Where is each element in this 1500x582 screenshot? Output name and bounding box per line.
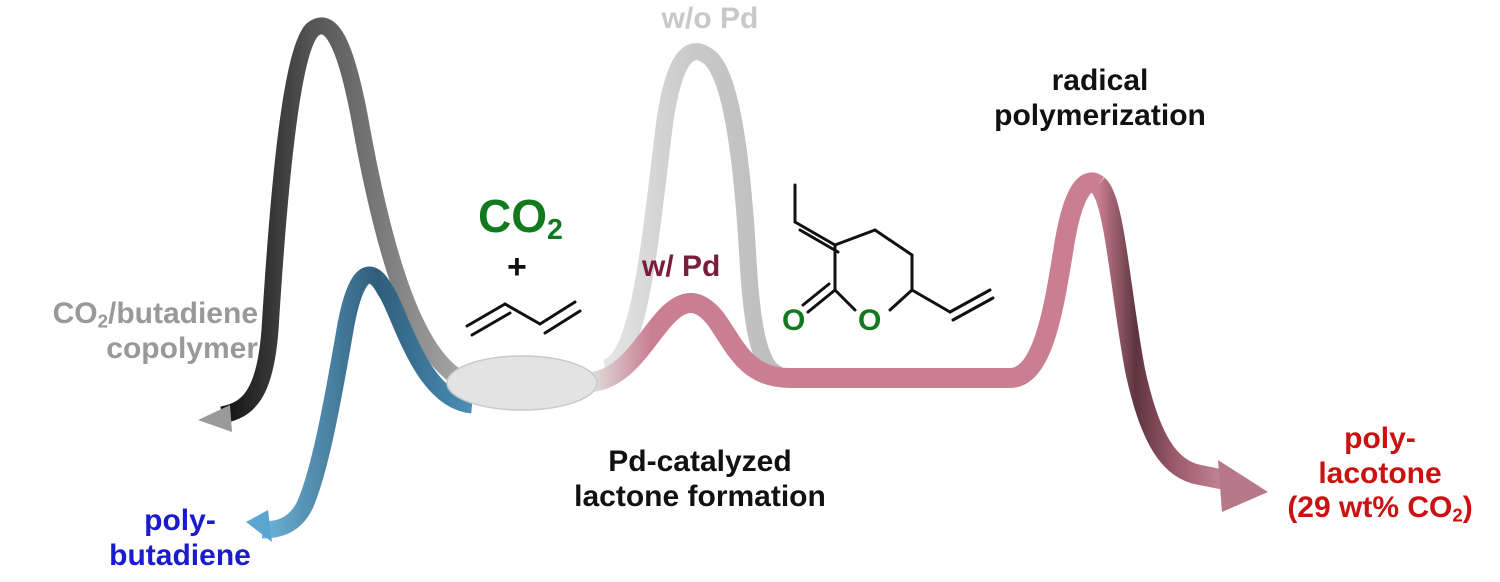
catalyzed-ribbon (588, 172, 1268, 512)
polylactone-arrowhead (1218, 460, 1268, 512)
plus-sign: + (507, 248, 527, 286)
radical-line2: polymerization (994, 98, 1206, 132)
copolymer-arrowhead (198, 405, 232, 432)
polybutadiene-line1: poly- (144, 504, 216, 537)
copolymer-ribbon (198, 17, 482, 432)
butadiene-structure (465, 300, 582, 337)
without-pd-label: w/o Pd (661, 2, 759, 35)
polylactone-line3: (29 wt% CO2) (1287, 491, 1473, 526)
polybutadiene-label: poly- butadiene (60, 504, 300, 573)
with-pd-label: w/ Pd (642, 250, 721, 283)
copolymer-line2: copolymer (106, 331, 258, 365)
co2-subscript: 2 (547, 214, 563, 247)
co2-label: CO2 (478, 190, 563, 247)
lactone-structure (793, 183, 995, 322)
radical-line1: radical (1051, 64, 1149, 97)
polybutadiene-ribbon (246, 266, 474, 542)
radical-polymerization-label: radical polymerization (950, 64, 1250, 133)
pd-catalyzed-label: Pd-catalyzed lactone formation (530, 445, 870, 514)
polylactone-line1: poly- (1344, 422, 1416, 455)
polylactone-line2: lacotone (1318, 456, 1442, 490)
lactone-ring-oxygen: O (858, 304, 882, 337)
catalyst-disc (446, 355, 598, 411)
lactone-carbonyl-oxygen: O (782, 304, 806, 337)
co2-main: CO (478, 190, 547, 242)
pd-catalyzed-line1: Pd-catalyzed (608, 445, 792, 478)
polybutadiene-arrowhead (246, 510, 272, 542)
polylactone-label: poly- lacotone (29 wt% CO2) (1262, 422, 1498, 526)
pd-catalyzed-line2: lactone formation (574, 479, 826, 513)
uncatalyzed-ribbon (602, 43, 784, 384)
copolymer-line1: CO2/butadiene (52, 297, 258, 332)
polybutadiene-line2: butadiene (109, 538, 251, 572)
copolymer-label: CO2/butadiene copolymer (0, 297, 258, 366)
